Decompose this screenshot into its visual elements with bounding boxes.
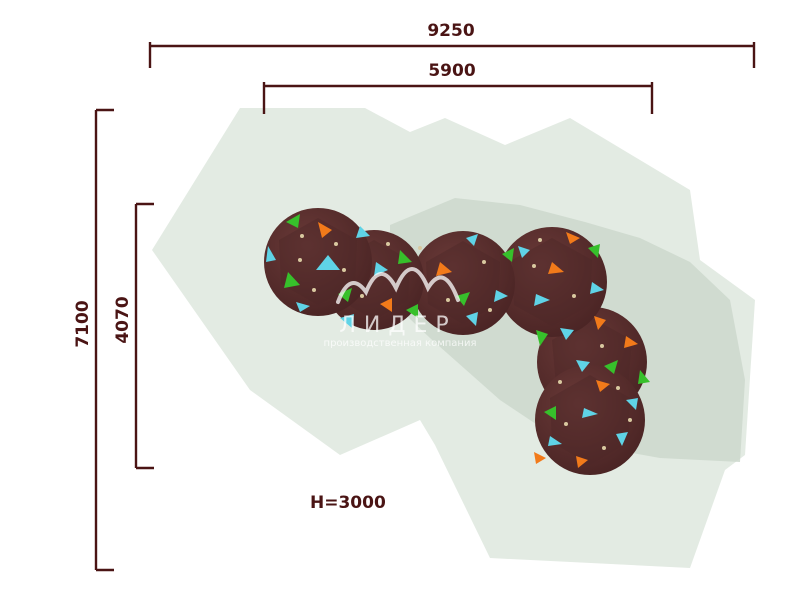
dimension-overall-depth: 7100 [73, 108, 114, 572]
watermark-logo-icon [336, 267, 460, 304]
overall-width-label: 9250 [427, 21, 474, 41]
watermark: ЛИДЕР производственная компания [324, 267, 477, 349]
inner-width-label: 5900 [428, 61, 475, 81]
watermark-brand: ЛИДЕР [339, 313, 456, 338]
dimension-overall-width: 9250 [148, 21, 756, 68]
inner-depth-label: 4070 [113, 296, 133, 343]
dome-structure [264, 208, 650, 475]
watermark-tagline: производственная компания [324, 338, 477, 349]
geodesic-dome-icon [535, 365, 645, 475]
dimension-inner-width: 5900 [262, 61, 654, 114]
climbing-hold-icon [298, 234, 632, 450]
height-label: H=3000 [310, 493, 386, 513]
geodesic-dome-icon [264, 208, 372, 316]
dimension-inner-depth: 4070 [113, 202, 154, 470]
overall-depth-label: 7100 [73, 300, 93, 347]
dome-accents [266, 214, 650, 468]
